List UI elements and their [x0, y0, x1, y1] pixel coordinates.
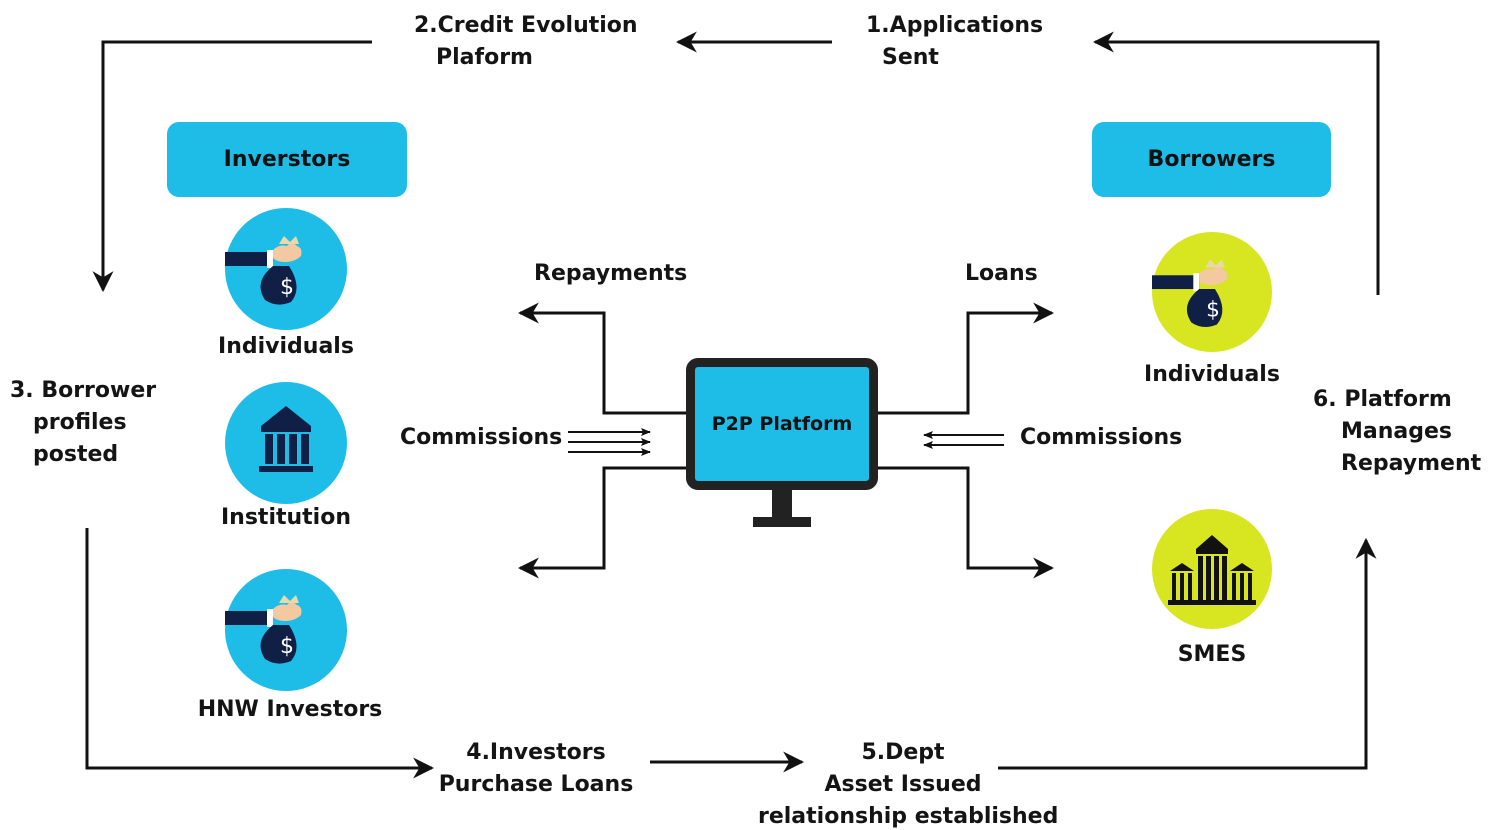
repayments-label: Repayments	[534, 261, 688, 286]
investor-individuals-circle: $	[225, 208, 347, 330]
arrow-repayments	[517, 302, 686, 415]
borrowers-header-label: Borrowers	[1147, 147, 1276, 172]
svg-text:$: $	[280, 634, 294, 659]
arrow-loans	[878, 302, 1055, 415]
investor-institution-label: Institution	[220, 505, 351, 530]
arrow-to-platform-manages	[998, 537, 1377, 770]
step-3-label: 3. Borrower profiles posted	[10, 375, 156, 471]
step-2-line-2: Plaform	[436, 45, 533, 70]
investor-hnw-label: HNW Investors	[197, 697, 383, 722]
arrow-to-investors-purchase	[85, 528, 435, 779]
step-3-line-1: 3. Borrower	[10, 378, 157, 403]
investor-institution-circle	[225, 382, 347, 504]
investors-header-label: Inverstors	[223, 147, 351, 172]
step-6-line-2: Manages	[1341, 419, 1453, 444]
step-5-line-3: relationship established	[758, 804, 1059, 829]
step-6-label: 6. Platform Manages Repayment	[1313, 384, 1481, 480]
step-1-line-2: Sent	[882, 45, 939, 70]
borrower-individuals-circle: $	[1152, 232, 1272, 352]
svg-text:$: $	[1206, 298, 1220, 323]
step-3-line-3: posted	[33, 442, 119, 467]
loans-label: Loans	[965, 261, 1038, 286]
step-6-line-1: 6. Platform	[1313, 387, 1452, 412]
investors-header: Inverstors	[167, 122, 407, 197]
step-4-line-2: Purchase Loans	[438, 772, 634, 797]
step-3-line-2: profiles	[33, 410, 127, 435]
step-2-label: 2.Credit Evolution Plaform	[414, 10, 638, 74]
bank-building-icon	[1168, 535, 1256, 605]
investor-individuals-label: Individuals	[218, 334, 354, 359]
borrowers-header: Borrowers	[1092, 122, 1331, 197]
step-5-line-1: 5.Dept	[861, 740, 945, 765]
investor-hnw-circle: $	[225, 569, 347, 691]
arrow-investors-lower	[517, 466, 686, 579]
monitor-base	[753, 517, 811, 527]
step-1-label: 1.Applications Sent	[866, 10, 1043, 74]
arrow-to-profiles-posted	[92, 40, 372, 293]
svg-text:$: $	[280, 275, 294, 300]
money-bag-hand-icon: $	[225, 595, 302, 664]
step-6-line-3: Repayment	[1341, 451, 1482, 476]
step-5-line-2: Asset Issued	[824, 772, 982, 797]
step-5-label: 5.Dept Asset Issued relationship establi…	[758, 737, 1059, 830]
money-bag-hand-icon: $	[225, 236, 302, 305]
step-4-line-1: 4.Investors	[466, 740, 606, 765]
borrower-smes-circle	[1152, 509, 1272, 629]
commissions-right-label: Commissions	[1020, 425, 1183, 450]
step-4-label: 4.Investors Purchase Loans	[436, 737, 636, 801]
borrower-smes-label: SMES	[1177, 642, 1247, 667]
p2p-platform-monitor: P2P Platform	[686, 358, 878, 490]
step-1-line-1: 1.Applications	[866, 13, 1044, 38]
borrower-individuals-label: Individuals	[1144, 362, 1280, 387]
p2p-platform-label: P2P Platform	[711, 413, 853, 435]
monitor-neck	[772, 490, 792, 518]
step-2-line-1: 2.Credit Evolution	[414, 13, 638, 38]
arrow-borrowers-lower	[878, 466, 1055, 579]
bank-icon	[259, 406, 313, 472]
arrow-applications-sent	[1092, 31, 1380, 295]
money-bag-hand-icon: $	[1152, 259, 1228, 327]
commissions-left-label: Commissions	[400, 425, 563, 450]
